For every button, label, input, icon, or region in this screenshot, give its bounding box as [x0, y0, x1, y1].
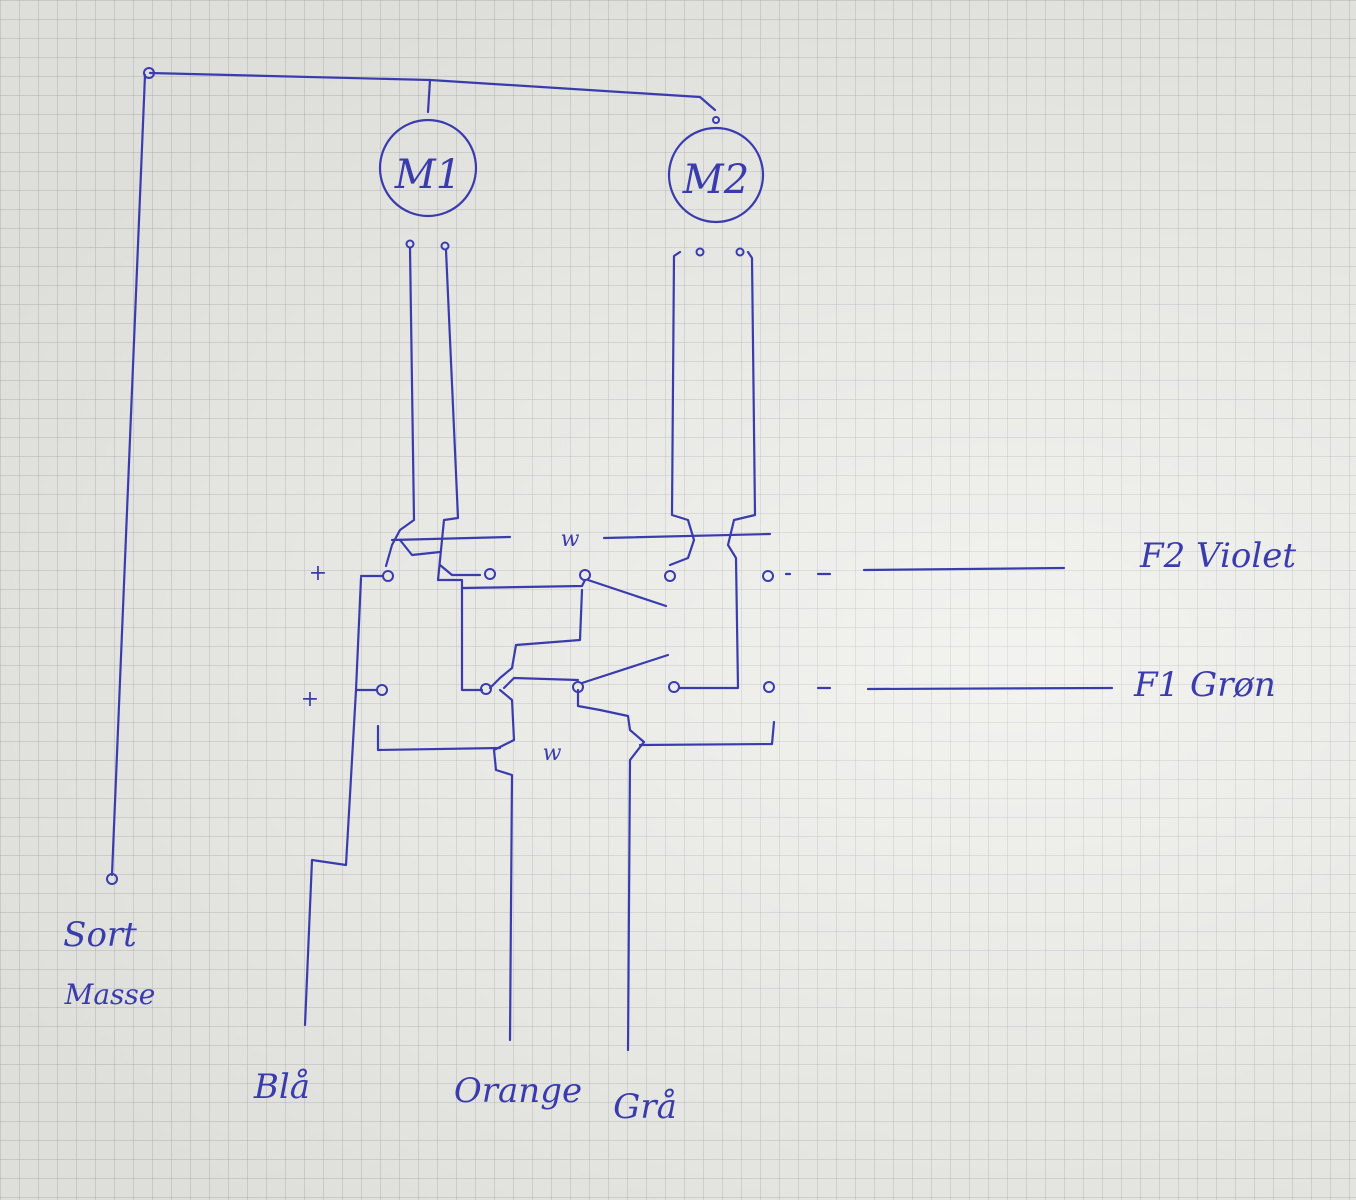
- lower-coil-line: [376, 720, 776, 752]
- f1-terminal-4: [668, 681, 680, 693]
- plus-sign-bottom: +: [301, 687, 319, 712]
- f2-terminal-common: [579, 569, 591, 581]
- ground-vertical-wire: [110, 73, 147, 877]
- plus-sign-top: +: [309, 561, 327, 586]
- m1-crossover: [398, 538, 482, 577]
- common-link: [502, 676, 580, 690]
- f1-terminal-2: [480, 683, 492, 695]
- m1-lead-right: [436, 248, 484, 692]
- ground-bus-wire: [148, 71, 717, 112]
- upper-coil-label: w: [561, 527, 580, 552]
- grey-wire: [576, 688, 646, 1052]
- ground-label-line1: Sort: [63, 915, 137, 955]
- ground-top-terminal: [143, 67, 155, 79]
- m1-lead-left: [384, 246, 416, 568]
- orange-wire-label: Orange: [454, 1071, 582, 1111]
- m2-lead-right: [678, 250, 757, 690]
- ground-bottom-terminal: [106, 873, 118, 885]
- ground-drop-m1: [426, 78, 432, 114]
- motor-m2-symbol: [667, 126, 765, 224]
- f1-switch-arm: [580, 653, 670, 685]
- motor-m2-top-terminal: [712, 116, 720, 124]
- f1-terminal-output: [763, 681, 775, 693]
- blue-wire: [303, 576, 379, 1027]
- f1-green-label: F1 Grøn: [1133, 665, 1276, 705]
- m2-lead-left: [668, 250, 696, 567]
- orange-wire: [492, 688, 516, 1042]
- f2-terminal-4: [664, 570, 676, 582]
- motor-m1-label: M1: [394, 152, 461, 198]
- m1-terminal-b: [440, 241, 450, 251]
- upper-coil-line: [390, 532, 772, 542]
- lower-coil-label: w: [543, 741, 562, 766]
- blue-wire-label: Blå: [253, 1067, 310, 1107]
- m1-terminal-a: [405, 239, 415, 249]
- f2-terminal-output: [762, 570, 774, 582]
- relay-cross-link: [460, 578, 587, 690]
- f2-switch-arm: [586, 578, 668, 608]
- f2-output-line: [784, 566, 1066, 576]
- motor-m1-symbol: [378, 118, 478, 218]
- f1-terminal-plus: [376, 684, 388, 696]
- f1-output-line: [816, 686, 1114, 691]
- grey-wire-label: Grå: [613, 1087, 677, 1127]
- ground-label-line2: Masse: [64, 978, 156, 1011]
- f2-terminal-plus: [382, 570, 394, 582]
- motor-m2-label: M2: [682, 157, 749, 203]
- f2-violet-label: F2 Violet: [1139, 536, 1296, 576]
- f2-terminal-2: [484, 568, 496, 580]
- m2-terminal-a: [695, 247, 705, 257]
- m2-terminal-b: [735, 247, 745, 257]
